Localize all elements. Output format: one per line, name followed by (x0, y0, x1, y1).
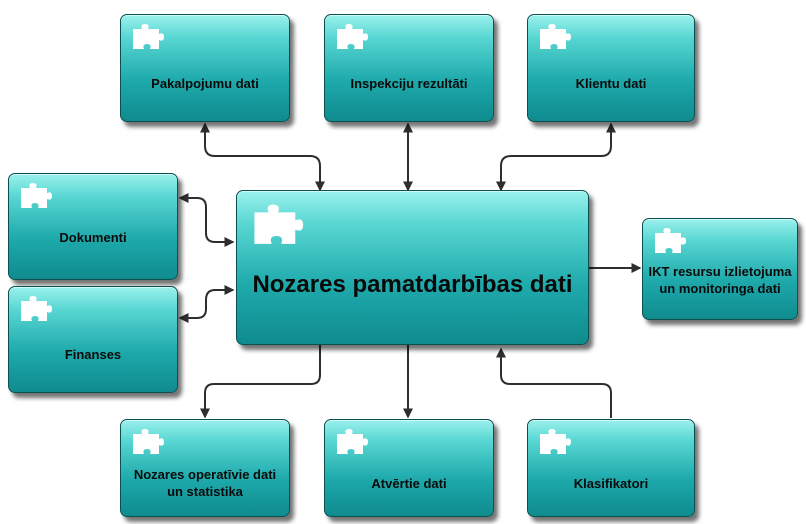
node-atvertie: Atvērtie dati (324, 419, 494, 517)
connector-dokumenti-center (178, 193, 235, 247)
node-ikt-label: IKT resursu izlietojuma un monitoringa d… (648, 264, 792, 296)
node-atvertie-label: Atvērtie dati (371, 475, 447, 491)
puzzle-piece-icon (337, 429, 368, 454)
node-operativie: Nozares operatīvie dati un statistika (120, 419, 290, 517)
node-dokumenti-label: Dokumenti (59, 230, 127, 245)
puzzle-piece-icon (21, 183, 52, 208)
node-operativie-label: Nozares operatīvie dati un statistika (133, 467, 277, 499)
node-klienti: Klientu dati (527, 14, 695, 122)
puzzle-piece-icon (133, 24, 164, 49)
node-klasifikatori-label: Klasifikatori (573, 475, 649, 491)
puzzle-piece-icon (254, 204, 304, 244)
node-finanses-label: Finanses (64, 347, 122, 362)
node-klienti-label: Klientu dati (575, 75, 647, 91)
puzzle-piece-icon (21, 296, 52, 321)
node-pakalpojumi-label: Pakalpojumu dati (151, 75, 259, 91)
node-center: Nozares pamatdarbības dati (236, 190, 589, 345)
node-dokumenti: Dokumenti (8, 173, 178, 280)
puzzle-piece-icon (540, 24, 571, 49)
puzzle-piece-icon (540, 429, 571, 454)
connector-finanses-center (178, 285, 235, 323)
connector-center-operativie (200, 345, 321, 419)
node-inspekcijas-label: Inspekciju rezultāti (350, 75, 468, 91)
puzzle-piece-icon (655, 228, 686, 253)
node-klasifikatori: Klasifikatori (527, 419, 695, 517)
node-ikt: IKT resursu izlietojuma un monitoringa d… (642, 218, 798, 320)
connector-klienti-center (496, 122, 616, 192)
puzzle-piece-icon (337, 24, 368, 49)
node-finanses: Finanses (8, 286, 178, 393)
node-center-label: Nozares pamatdarbības dati (252, 270, 573, 298)
node-pakalpojumi: Pakalpojumu dati (120, 14, 290, 122)
puzzle-piece-icon (133, 429, 164, 454)
connector-klasifikatori-center (496, 347, 612, 418)
connector-pakalpojumi-center (200, 122, 325, 192)
node-inspekcijas: Inspekciju rezultāti (324, 14, 494, 122)
